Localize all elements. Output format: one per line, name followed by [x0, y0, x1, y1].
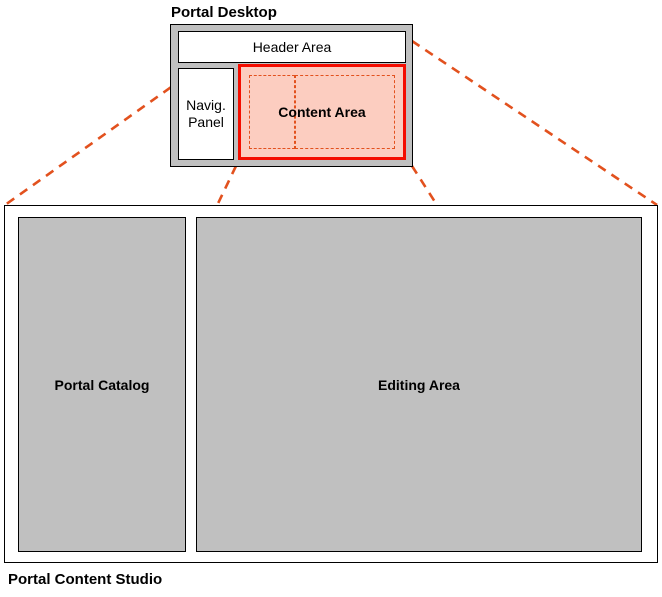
content-area-label: Content Area [278, 104, 366, 120]
header-area-label: Header Area [252, 39, 332, 55]
portal-catalog-label: Portal Catalog [54, 376, 150, 393]
navigation-panel-label-line2: Panel [188, 114, 224, 130]
content-area-box: Content Area [238, 64, 406, 160]
portal-desktop-frame: Header Area Navig. Panel Content Area [170, 24, 413, 167]
portal-content-studio-frame: Portal Catalog Editing Area [4, 205, 658, 563]
navigation-panel-box: Navig. Panel [178, 68, 234, 160]
header-area-box: Header Area [178, 31, 406, 63]
portal-desktop-title: Portal Desktop [171, 4, 277, 21]
navigation-panel-label-line1: Navig. [186, 97, 226, 113]
content-area-subregion-right [295, 75, 395, 149]
editing-area-box: Editing Area [196, 217, 642, 552]
portal-content-studio-title: Portal Content Studio [8, 571, 163, 588]
portal-catalog-box: Portal Catalog [18, 217, 186, 552]
connector-right-outer [411, 39, 658, 207]
content-area-subregion-left [249, 75, 295, 149]
editing-area-label: Editing Area [378, 376, 460, 393]
